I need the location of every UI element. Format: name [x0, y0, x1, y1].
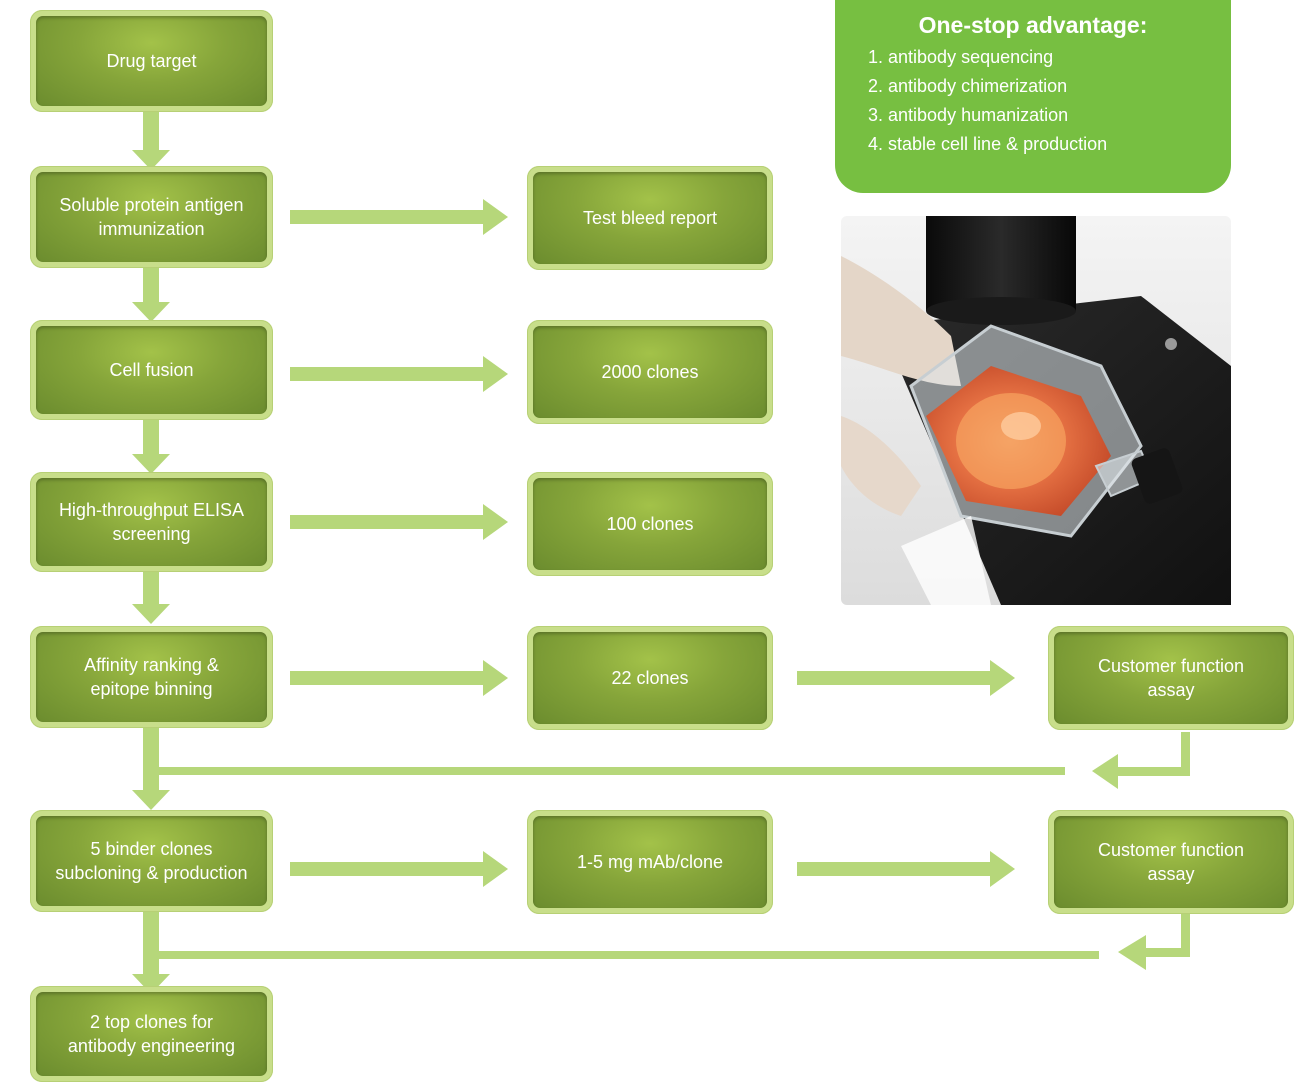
assay-label-line: assay	[1147, 680, 1195, 700]
advantage-item: 1. antibody sequencing	[868, 47, 1054, 67]
output-label: 1-5 mg mAb/clone	[576, 852, 724, 872]
output-label: 2000 clones	[601, 362, 699, 382]
step-antigen-immunization: Soluble protein antigen immunization	[30, 166, 273, 268]
right-arrow-mab	[290, 851, 508, 887]
down-arrow-3	[132, 420, 170, 474]
advantage-list: 1. antibody sequencing 2. antibody chime…	[868, 43, 1231, 159]
step-label-line: Drug target	[106, 51, 197, 71]
feedback-arrow-2	[151, 913, 1190, 970]
assay-label-line: Customer function	[1097, 840, 1245, 860]
down-arrow-5	[132, 726, 170, 810]
step-elisa-screening: High-throughput ELISA screening	[30, 472, 273, 572]
feedback-arrow-1	[151, 732, 1190, 789]
step-label-line: Cell fusion	[109, 360, 194, 380]
advantage-item: 4. stable cell line & production	[868, 134, 1108, 154]
advantage-title: One-stop advantage:	[918, 12, 1148, 38]
output-mab-per-clone: 1-5 mg mAb/clone	[527, 810, 773, 914]
step-drug-target: Drug target	[30, 10, 273, 112]
step-label-line: antibody engineering	[67, 1036, 236, 1056]
step-label-line: Soluble protein antigen	[59, 195, 244, 215]
step-label-line: Affinity ranking &	[84, 655, 219, 675]
advantage-item: 3. antibody humanization	[868, 105, 1069, 125]
right-arrow-22-clones	[290, 660, 508, 696]
step-label-line: screening	[112, 524, 191, 544]
advantage-panel: One-stop advantage: 1. antibody sequenci…	[835, 0, 1231, 193]
output-100-clones: 100 clones	[527, 472, 773, 576]
output-label: 100 clones	[606, 514, 694, 534]
assay-label-line: assay	[1147, 864, 1195, 884]
down-arrow-4	[132, 570, 170, 624]
step-label-line: subcloning & production	[55, 863, 248, 883]
assay-label-line: Customer function	[1097, 656, 1245, 676]
step-label-line: 5 binder clones	[90, 839, 213, 859]
output-test-bleed-report: Test bleed report	[527, 166, 773, 270]
step-cell-fusion: Cell fusion	[30, 320, 273, 420]
output-label: Test bleed report	[582, 208, 718, 228]
down-arrow-2	[132, 268, 170, 322]
right-arrow-100-clones	[290, 504, 508, 540]
down-arrow-6	[132, 910, 170, 994]
step-top-clones: 2 top clones for antibody engineering	[30, 986, 273, 1082]
output-label: 22 clones	[611, 668, 689, 688]
right-arrow-test-bleed	[290, 199, 508, 235]
step-label-line: 2 top clones for	[89, 1012, 214, 1032]
right-arrow-assay-1	[797, 660, 1015, 696]
output-22-clones: 22 clones	[527, 626, 773, 730]
right-arrow-assay-2	[797, 851, 1015, 887]
output-2000-clones: 2000 clones	[527, 320, 773, 424]
step-label-line: High-throughput ELISA	[58, 500, 245, 520]
right-arrow-2000-clones	[290, 356, 508, 392]
customer-function-assay-1: Customer function assay	[1048, 626, 1294, 730]
step-label-line: epitope binning	[90, 679, 213, 699]
step-label-line: immunization	[98, 219, 205, 239]
customer-function-assay-2: Customer function assay	[1048, 810, 1294, 914]
step-affinity-ranking: Affinity ranking & epitope binning	[30, 626, 273, 728]
advantage-item: 2. antibody chimerization	[868, 76, 1068, 96]
cell-culture-flask-photo	[841, 216, 1231, 605]
step-subcloning-production: 5 binder clones subcloning & production	[30, 810, 273, 912]
down-arrow-1	[132, 112, 170, 170]
